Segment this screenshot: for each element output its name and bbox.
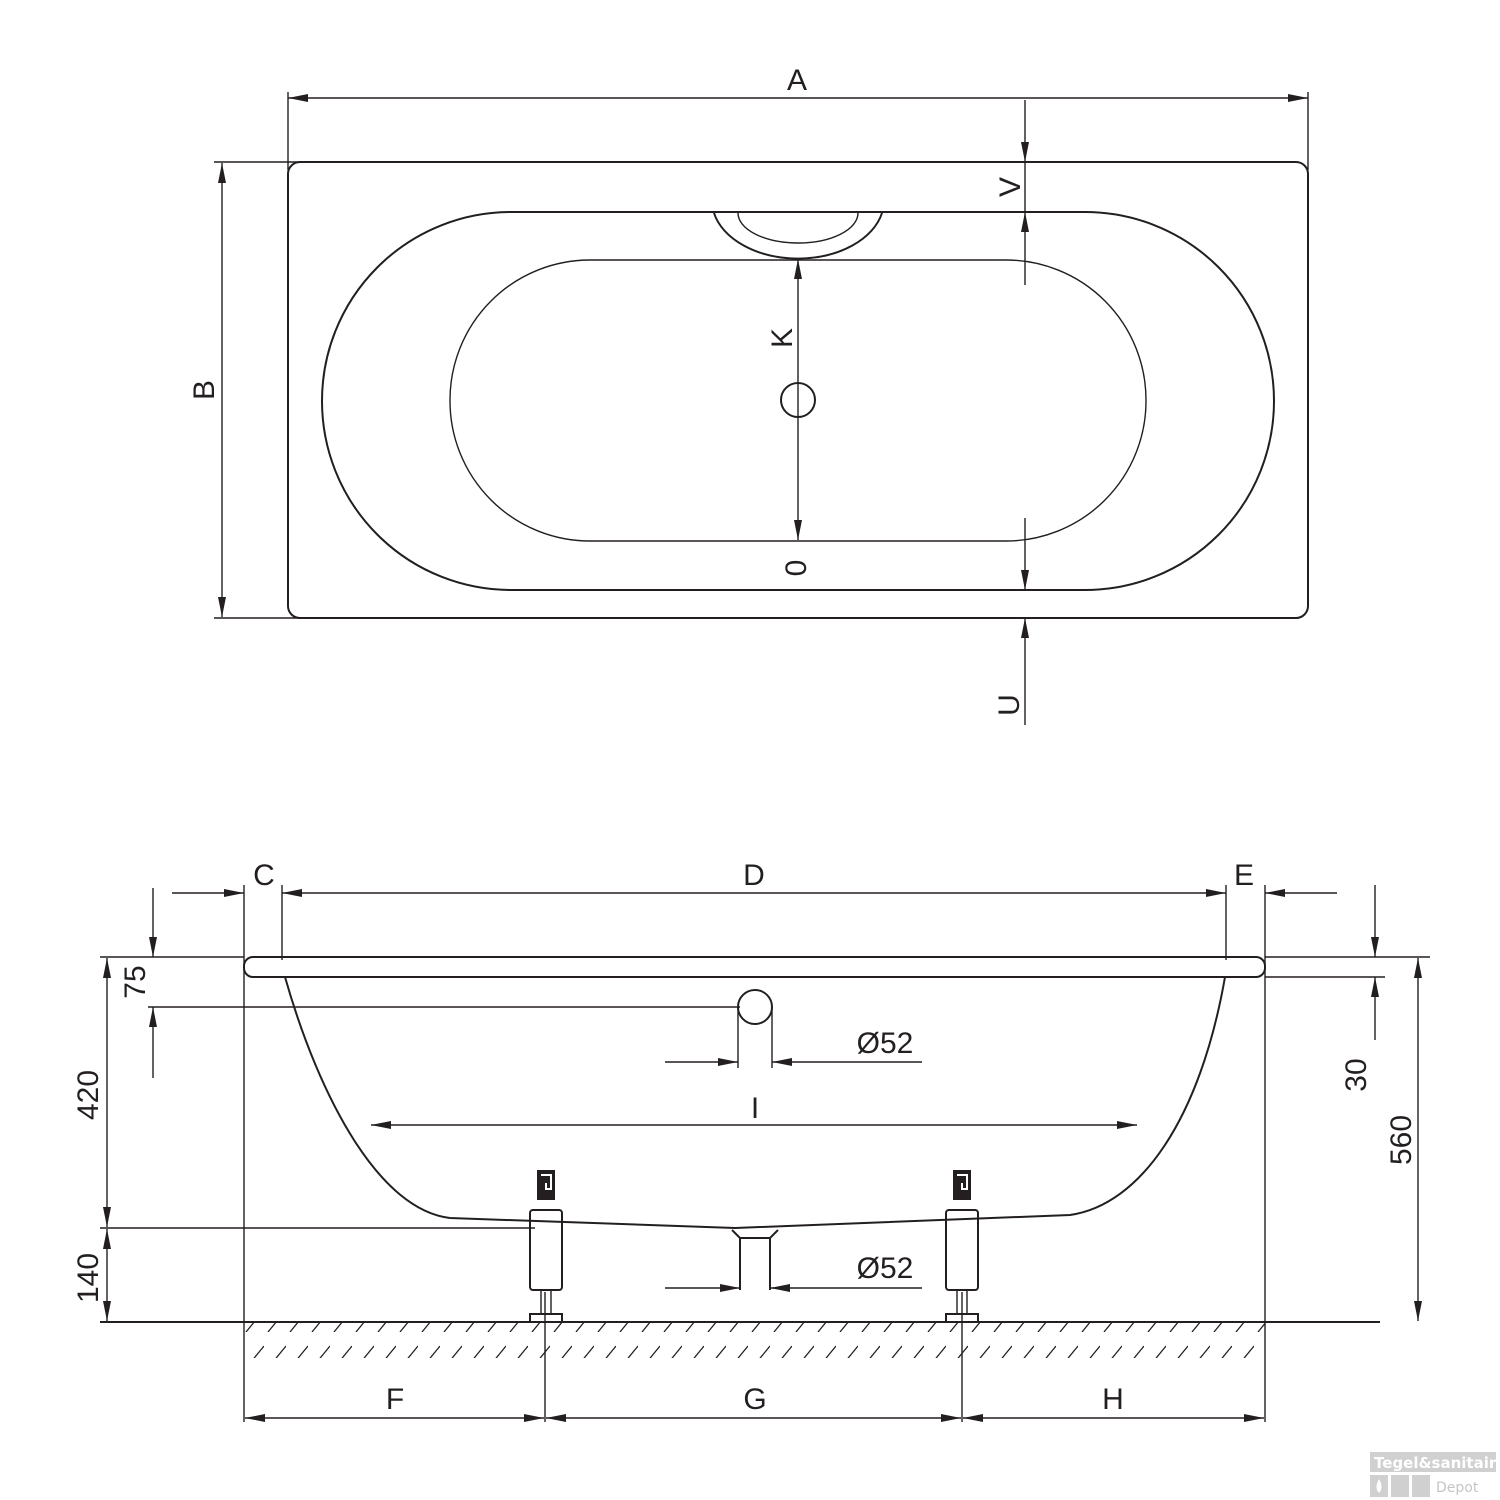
dimension-420: 420 [72, 1070, 105, 1120]
svg-text:Depot: Depot [1436, 1480, 1479, 1496]
top-view: 0 A B V K U [188, 64, 1309, 725]
tub-basin-outer [321, 211, 1275, 591]
overflow-diameter: Ø52 [857, 1027, 914, 1060]
label-f: F [386, 1383, 404, 1416]
armrest-recess [713, 212, 883, 260]
label-h: H [1102, 1383, 1124, 1416]
dimension-30: 30 [1340, 1058, 1373, 1091]
dimension-140: 140 [72, 1253, 105, 1303]
drain-diameter: Ø52 [857, 1252, 914, 1285]
tub-rim-side [243, 956, 1266, 978]
svg-text:Tegel&sanitair: Tegel&sanitair [1374, 1454, 1497, 1472]
label-b: B [188, 380, 221, 400]
side-view: Ø52 I Ø52 C D E 75 420 140 30 560 F G H [72, 859, 1430, 1422]
dimension-560: 560 [1385, 1115, 1418, 1165]
label-c: C [253, 859, 275, 892]
label-g: G [743, 1383, 766, 1416]
foot-left [529, 1170, 563, 1323]
overflow-fitting [737, 989, 773, 1025]
label-u: U [993, 694, 1026, 716]
watermark-logo: Tegel&sanitair Depot [1370, 1452, 1497, 1497]
floor-hatch [244, 1322, 1265, 1358]
dimension-75: 75 [119, 965, 152, 998]
label-v: V [994, 177, 1027, 197]
label-d: D [743, 859, 765, 892]
label-k: K [766, 328, 799, 348]
label-e: E [1234, 859, 1254, 892]
tub-rim-outline [287, 161, 1309, 619]
tub-body-side [284, 976, 1226, 1230]
overflow-label: 0 [780, 560, 813, 577]
label-i: I [751, 1092, 759, 1125]
label-a: A [787, 64, 807, 97]
drain-pipe [731, 1229, 779, 1290]
